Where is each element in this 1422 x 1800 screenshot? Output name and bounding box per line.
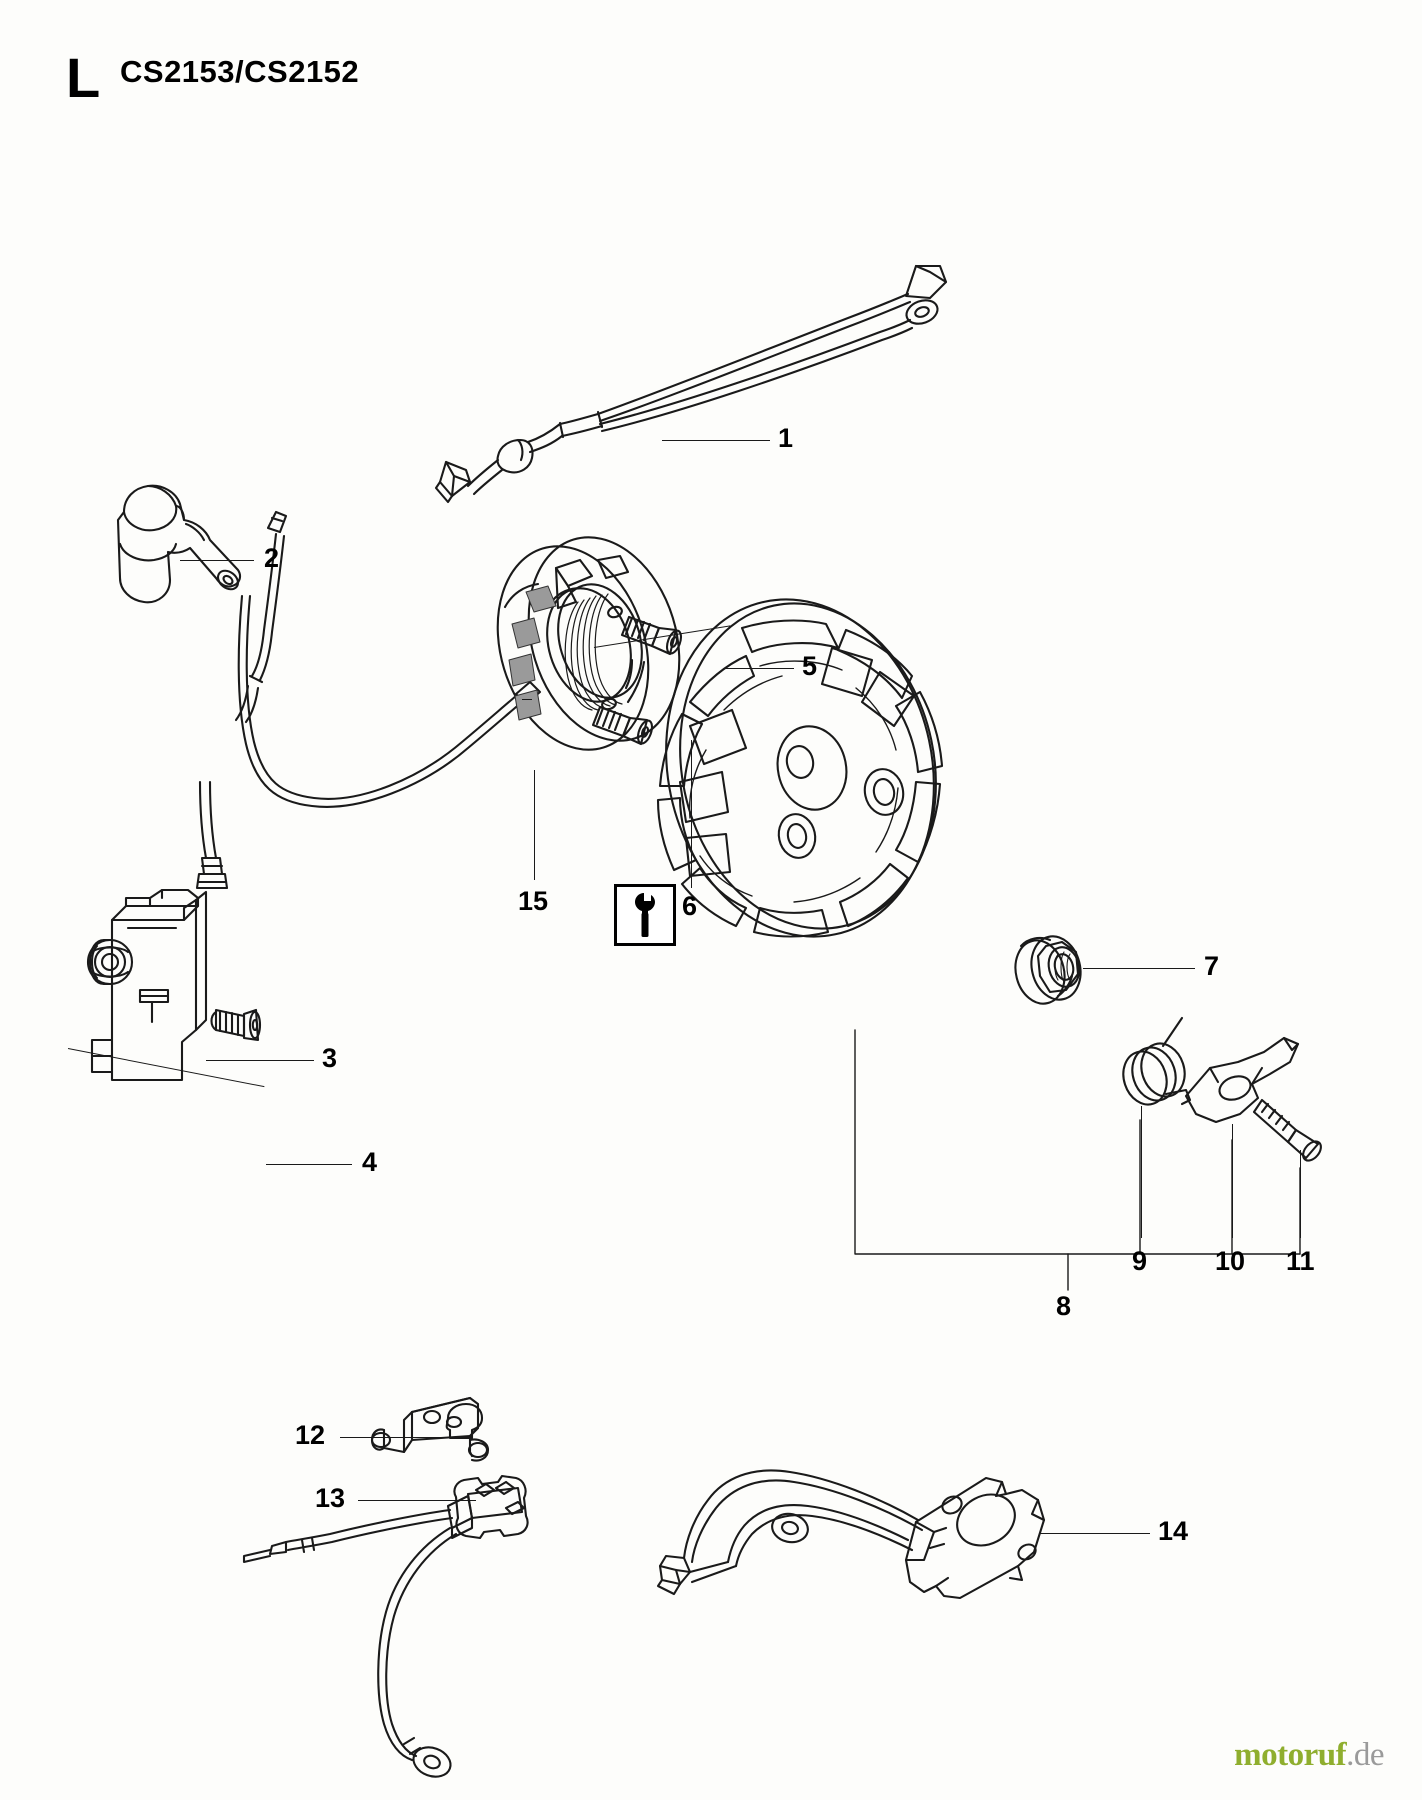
part-4-module-screw [212, 1010, 261, 1040]
leader-15b [522, 699, 532, 701]
callout-7: 7 [1204, 951, 1220, 981]
section-letter: L [66, 46, 101, 109]
callout-6: 6 [682, 891, 698, 921]
part-7-flywheel-nut [1009, 931, 1087, 1009]
leader-6 [691, 740, 693, 888]
leader-9 [1141, 1106, 1143, 1238]
model-code: CS2153/CS2152 [120, 54, 360, 89]
wrench-screwdriver-icon [635, 893, 655, 937]
callout-2: 2 [264, 543, 280, 573]
ht-lead-terminal-stub [236, 512, 286, 722]
watermark-brand: motoruf [1234, 1737, 1347, 1773]
callout-3: 3 [322, 1043, 338, 1073]
callout-12: 12 [295, 1420, 326, 1450]
part-11-pawl-pin [1254, 1100, 1324, 1164]
callout-11: 11 [1286, 1246, 1315, 1276]
leader-10 [1232, 1124, 1234, 1238]
watermark: motoruf.de [1234, 1737, 1384, 1774]
part-9-pawl-spring [1117, 1018, 1192, 1110]
special-tool-icon-box [614, 884, 676, 946]
callout-9: 9 [1132, 1246, 1148, 1276]
leader-1 [662, 440, 770, 442]
part-6-pulley-screws [593, 617, 684, 745]
leader-14 [1040, 1533, 1150, 1535]
callout-5: 5 [802, 651, 818, 681]
callout-13: 13 [315, 1483, 346, 1513]
part-5-starter-pulley [474, 518, 704, 768]
leader-3 [206, 1060, 314, 1062]
leader-5 [724, 668, 794, 670]
callout-15: 15 [518, 886, 549, 916]
part-12-cable-bracket [372, 1398, 488, 1461]
leader-11 [1300, 1150, 1302, 1238]
callout-14: 14 [1158, 1516, 1189, 1546]
leader-13 [358, 1500, 476, 1502]
leader-4 [266, 1164, 352, 1166]
part-8-flywheel [636, 574, 966, 961]
leader-15 [534, 770, 536, 880]
leader-7 [1083, 968, 1195, 970]
part-1-wire-harness [436, 266, 946, 502]
callout-1: 1 [778, 423, 794, 453]
leader-12 [340, 1437, 458, 1439]
callout-8: 8 [1056, 1291, 1072, 1321]
part-14-gasket-plate-wire [658, 1470, 1044, 1598]
watermark-suffix: .de [1346, 1737, 1384, 1773]
part-2-spark-plug-boot [118, 486, 242, 603]
callout-4: 4 [362, 1147, 378, 1177]
part-3-ignition-module [88, 782, 227, 1080]
part-15-ht-lead [239, 596, 540, 807]
part-13-stop-switch [244, 1476, 528, 1782]
callout-10: 10 [1215, 1246, 1246, 1276]
part-10-starter-pawl [1186, 1038, 1298, 1122]
leader-2 [180, 560, 254, 562]
diagram-header: L CS2153/CS2152 [0, 0, 1422, 120]
